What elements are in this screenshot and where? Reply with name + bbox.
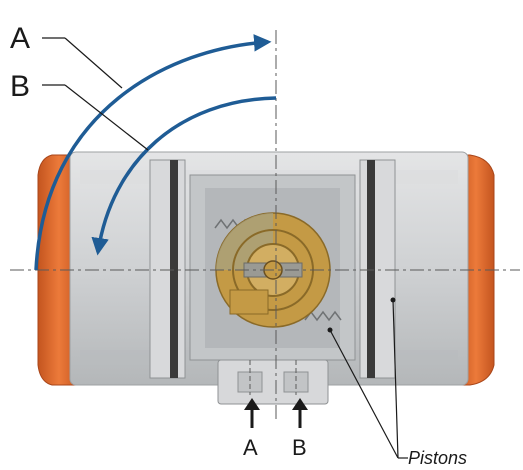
port-block [217, 359, 329, 405]
port-label-a: A [243, 435, 258, 460]
rotation-label-a: A [10, 22, 30, 55]
left-piston [149, 159, 186, 379]
pistons-label: Pistons [408, 448, 467, 468]
port-a-arrow-icon [244, 398, 260, 428]
rotation-arrow-b [91, 96, 277, 256]
rotation-arrow-a [34, 34, 272, 271]
actuator-body [37, 151, 495, 405]
pistons-leader-1 [329, 329, 399, 459]
right-piston [359, 159, 396, 379]
rotation-label-b: B [10, 70, 30, 103]
pistons-leader-2 [392, 299, 399, 459]
leader-b-diag [64, 84, 149, 151]
leader-a-diag [64, 37, 123, 89]
port-label-b: B [292, 435, 307, 460]
port-b-arrow-icon [292, 398, 308, 428]
center-lines [10, 30, 520, 420]
